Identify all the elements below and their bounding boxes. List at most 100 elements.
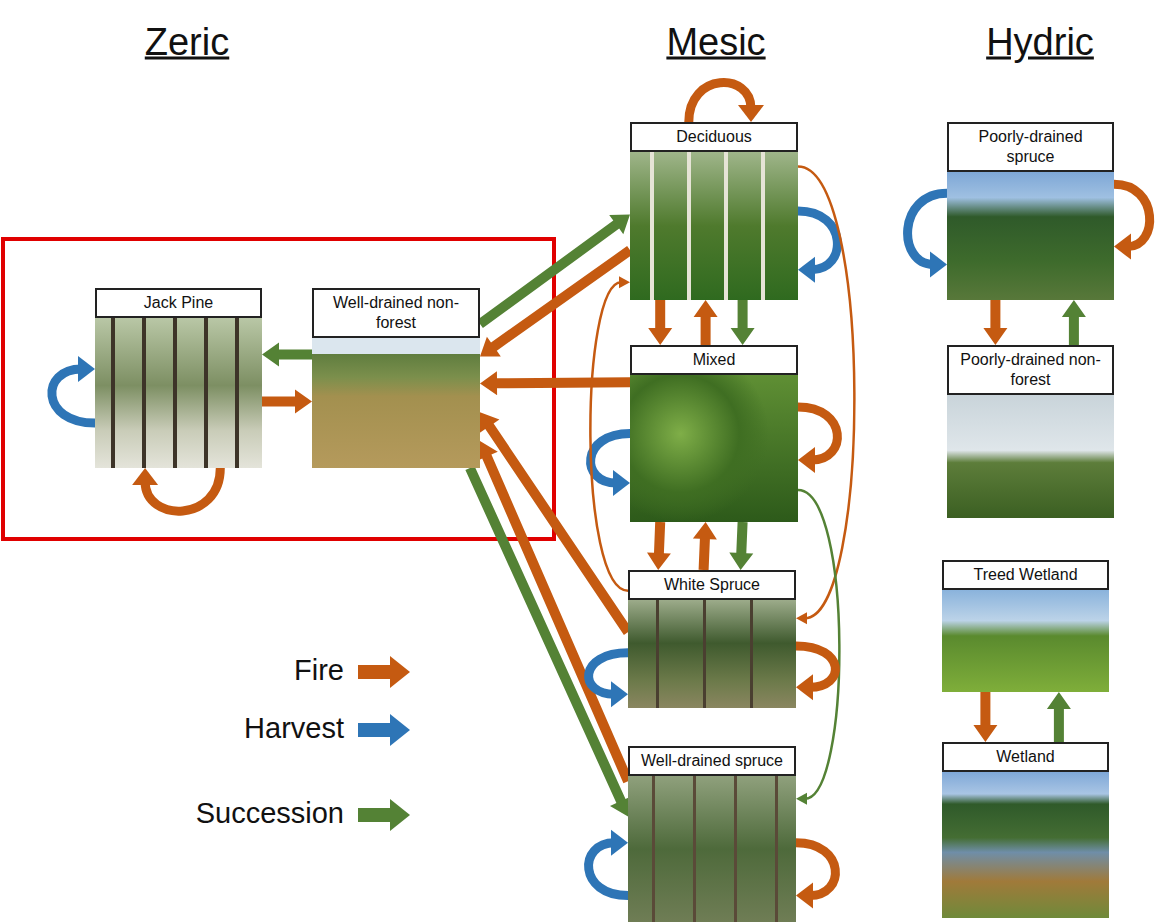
arrow-head bbox=[930, 251, 947, 277]
column-heading: Zeric bbox=[145, 21, 229, 64]
arrow-body bbox=[908, 193, 947, 264]
arrow-head bbox=[796, 793, 807, 805]
photo-illustration bbox=[942, 772, 1109, 918]
arrow-head bbox=[613, 470, 630, 496]
node-title-text: Well-drained non-forest bbox=[318, 293, 474, 333]
fire-arrow bbox=[262, 389, 312, 413]
fire-arrow bbox=[694, 300, 718, 345]
fire-arrow bbox=[647, 522, 671, 570]
node-title: Deciduous bbox=[630, 122, 798, 152]
arrow-head bbox=[611, 681, 628, 707]
succession-arrow bbox=[729, 522, 753, 570]
fire-arrow bbox=[796, 843, 835, 909]
legend-text: Fire bbox=[0, 654, 344, 687]
node-title: Mixed bbox=[630, 345, 798, 375]
fire-arrow bbox=[648, 300, 672, 345]
node-title-text: Poorly-drained non-forest bbox=[953, 350, 1108, 390]
arrow-body bbox=[983, 300, 1007, 345]
photo-node: Deciduous bbox=[630, 122, 798, 300]
arrow-body bbox=[262, 389, 312, 413]
arrow-body bbox=[1062, 300, 1086, 345]
arrow-head bbox=[738, 105, 764, 122]
fire-arrow bbox=[590, 276, 630, 591]
arrow-head bbox=[798, 257, 815, 283]
column-heading: Mesic bbox=[666, 21, 765, 64]
fire-arrow bbox=[480, 246, 633, 356]
arrow-body bbox=[796, 646, 835, 687]
fire-arrow bbox=[973, 692, 997, 742]
arrow-head bbox=[619, 276, 630, 288]
succession-arrow bbox=[465, 466, 632, 817]
fire-arrow bbox=[480, 412, 633, 635]
harvest-arrow bbox=[591, 434, 630, 497]
legend-swatch-box bbox=[356, 654, 412, 690]
succession-arrow bbox=[1047, 692, 1071, 742]
legend-swatch-box bbox=[356, 712, 412, 748]
succession-arrow bbox=[1062, 300, 1086, 345]
arrow-body bbox=[798, 211, 837, 270]
node-title-text: Deciduous bbox=[636, 127, 792, 147]
photo-node: Poorly-drained non-forest bbox=[947, 345, 1114, 518]
arrow-head bbox=[132, 468, 158, 485]
arrow-body bbox=[480, 371, 630, 395]
photo-illustration bbox=[942, 590, 1109, 692]
succession-arrow bbox=[262, 343, 312, 367]
arrow-body bbox=[589, 843, 628, 896]
arrow-body bbox=[480, 246, 633, 356]
photo-illustration bbox=[312, 338, 480, 468]
arrow-body bbox=[693, 522, 717, 570]
arrow-head bbox=[796, 612, 807, 624]
arrow-body bbox=[647, 522, 671, 570]
arrow-body bbox=[480, 412, 633, 635]
harvest-arrow bbox=[589, 653, 628, 707]
fire-arrow bbox=[132, 468, 220, 511]
arrow-body bbox=[1047, 692, 1071, 742]
node-title-text: Treed Wetland bbox=[948, 565, 1103, 585]
fire-arrow bbox=[1114, 184, 1150, 259]
arrow-head bbox=[611, 830, 628, 856]
legend-swatch bbox=[358, 714, 410, 746]
node-title: Treed Wetland bbox=[942, 560, 1109, 590]
harvest-arrow bbox=[589, 830, 628, 896]
arrow-body bbox=[729, 522, 753, 570]
photo-node: Mixed bbox=[630, 345, 798, 522]
legend-text: Succession bbox=[0, 797, 344, 830]
arrow-head bbox=[78, 356, 95, 382]
node-title: Well-drained spruce bbox=[628, 746, 796, 776]
node-title: Poorly-drained spruce bbox=[947, 122, 1114, 172]
arrow-body bbox=[591, 434, 630, 484]
arrow-body bbox=[796, 843, 835, 896]
node-title-text: Poorly-drained spruce bbox=[953, 127, 1108, 167]
node-title: White Spruce bbox=[628, 570, 796, 600]
arrow-body bbox=[694, 300, 718, 345]
node-title: Wetland bbox=[942, 742, 1109, 772]
node-title-text: Mixed bbox=[636, 350, 792, 370]
arrow-body bbox=[476, 441, 633, 783]
photo-node: Well-drained spruce bbox=[628, 746, 796, 922]
arrow-body bbox=[798, 407, 837, 460]
arrow-body bbox=[465, 466, 632, 817]
arrow-body bbox=[145, 468, 220, 511]
photo-illustration bbox=[628, 600, 796, 708]
legend-swatch bbox=[358, 656, 410, 688]
arrow-body bbox=[52, 369, 95, 423]
photo-illustration bbox=[947, 395, 1114, 518]
node-title-text: Well-drained spruce bbox=[634, 751, 790, 771]
fire-arrow bbox=[693, 522, 717, 570]
fire-arrow bbox=[796, 167, 854, 625]
arrow-body bbox=[262, 343, 312, 367]
fire-arrow bbox=[689, 83, 764, 122]
photo-illustration bbox=[630, 375, 798, 522]
arrow-body bbox=[589, 653, 628, 694]
succession-arrow bbox=[731, 300, 755, 345]
photo-node: Jack Pine bbox=[95, 288, 262, 468]
photo-illustration bbox=[947, 172, 1114, 300]
photo-node: Well-drained non-forest bbox=[312, 288, 480, 468]
arrow-head bbox=[1114, 234, 1131, 260]
legend-swatch-box bbox=[356, 797, 412, 833]
highlight-frame bbox=[3, 239, 554, 539]
photo-illustration bbox=[628, 776, 796, 922]
legend-text: Harvest bbox=[0, 712, 344, 745]
column-heading: Hydric bbox=[986, 21, 1094, 64]
